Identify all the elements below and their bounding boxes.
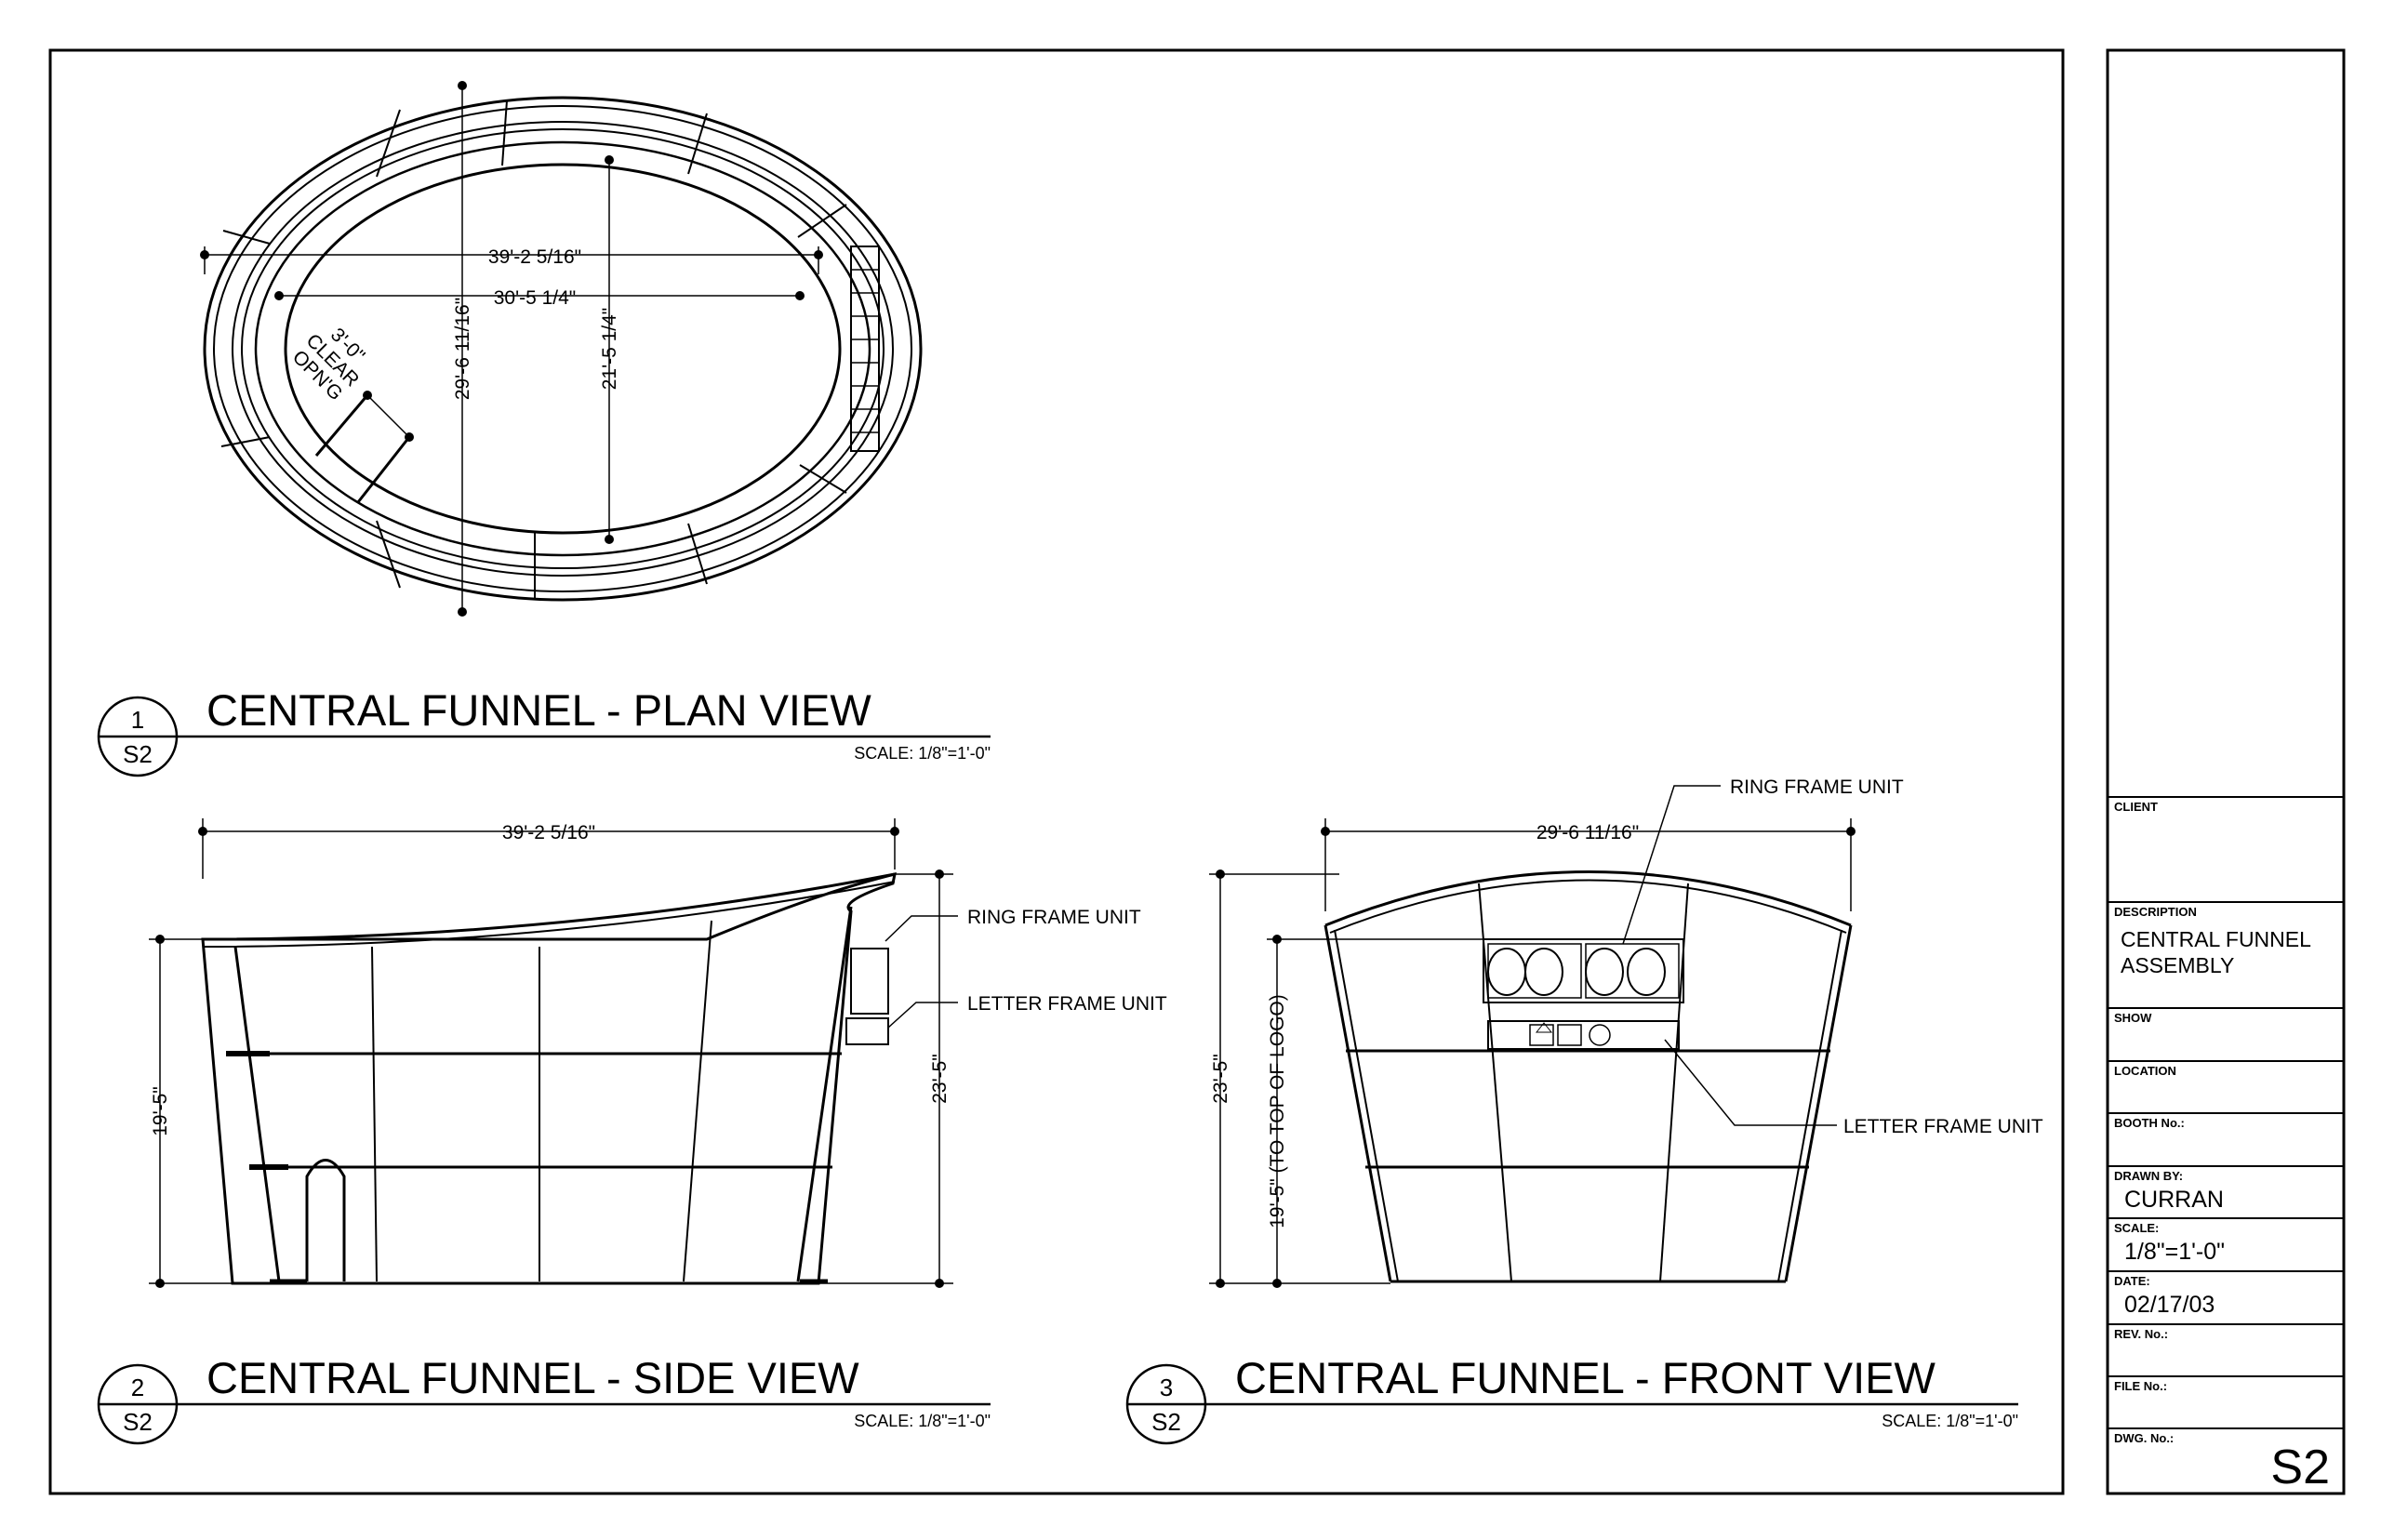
drawn-by-value: CURRAN xyxy=(2124,1187,2224,1213)
side-dim-width: 39'-2 5/16" xyxy=(502,822,595,843)
date-value: 02/17/03 xyxy=(2124,1292,2215,1318)
plan-view-title: CENTRAL FUNNEL - PLAN VIEW xyxy=(206,685,871,735)
plan-dim-inner-depth: 21'-5 1/4" xyxy=(599,308,620,391)
title-block xyxy=(2108,796,2344,1429)
dwg-value: S2 xyxy=(2270,1440,2330,1494)
front-view-title: CENTRAL FUNNEL - FRONT VIEW xyxy=(1235,1353,1936,1402)
view-sheet: S2 xyxy=(123,740,153,768)
side-dim-height-left: 19'-5" xyxy=(150,1086,171,1136)
front-dim-width: 29'-6 11/16" xyxy=(1536,822,1639,843)
front-view-drawing xyxy=(1209,785,1853,1284)
side-dim-height-right: 23'-5" xyxy=(929,1054,951,1104)
title-block-border xyxy=(2106,48,2346,1495)
booth-label: BOOTH No.: xyxy=(2114,1116,2185,1130)
front-view-scale: SCALE: 1/8"=1'-0" xyxy=(1882,1412,2018,1430)
side-view-scale: SCALE: 1/8"=1'-0" xyxy=(854,1412,991,1430)
scale-value: 1/8"=1'-0" xyxy=(2124,1239,2225,1265)
view-number: 2 xyxy=(131,1374,144,1401)
rev-label: REV. No.: xyxy=(2114,1327,2168,1341)
front-view-title-block: 3 S2 CENTRAL FUNNEL - FRONT VIEW SCALE: … xyxy=(1125,1353,2018,1445)
view-sheet: S2 xyxy=(123,1408,153,1436)
client-label: CLIENT xyxy=(2114,800,2158,814)
file-label: FILE No.: xyxy=(2114,1379,2167,1393)
description-line-1: CENTRAL FUNNEL xyxy=(2121,927,2311,951)
view-number: 1 xyxy=(131,706,144,734)
front-callout-ring-frame: RING FRAME UNIT xyxy=(1730,777,1904,798)
plan-view-title-block: 1 S2 CENTRAL FUNNEL - PLAN VIEW SCALE: 1… xyxy=(97,685,991,777)
description-line-2: ASSEMBLY xyxy=(2121,953,2234,977)
description-label: DESCRIPTION xyxy=(2114,905,2197,919)
side-view-title: CENTRAL FUNNEL - SIDE VIEW xyxy=(206,1353,859,1402)
view-number: 3 xyxy=(1160,1374,1173,1401)
show-label: SHOW xyxy=(2114,1011,2152,1025)
plan-dim-overall-depth: 29'-6 11/16" xyxy=(452,298,473,400)
side-callout-ring-frame: RING FRAME UNIT xyxy=(967,907,1141,928)
plan-view-dim-points xyxy=(200,81,823,617)
drawing-border xyxy=(48,48,2065,1495)
side-callout-letter-frame: LETTER FRAME UNIT xyxy=(967,993,1167,1015)
side-view-title-block: 2 S2 CENTRAL FUNNEL - SIDE VIEW SCALE: 1… xyxy=(97,1353,991,1445)
plan-dim-inner-width: 30'-5 1/4" xyxy=(494,287,577,309)
scale-label: SCALE: xyxy=(2114,1221,2159,1235)
front-dim-height: 23'-5" xyxy=(1210,1054,1231,1104)
plan-dim-overall-width: 39'-2 5/16" xyxy=(488,246,581,268)
side-view-dim-points xyxy=(155,827,944,1288)
front-dim-logo-height: 19'-5" (TO TOP OF LOGO) xyxy=(1267,994,1288,1228)
plan-view-drawing xyxy=(203,86,923,612)
side-view-drawing xyxy=(149,818,958,1285)
front-view-dim-points xyxy=(1216,827,1856,1288)
location-label: LOCATION xyxy=(2114,1064,2176,1078)
drawn-by-label: DRAWN BY: xyxy=(2114,1169,2183,1183)
view-sheet: S2 xyxy=(1151,1408,1181,1436)
front-callout-letter-frame: LETTER FRAME UNIT xyxy=(1843,1116,2043,1137)
dwg-label: DWG. No.: xyxy=(2114,1431,2174,1445)
plan-view-scale: SCALE: 1/8"=1'-0" xyxy=(854,744,991,763)
date-label: DATE: xyxy=(2114,1274,2150,1288)
